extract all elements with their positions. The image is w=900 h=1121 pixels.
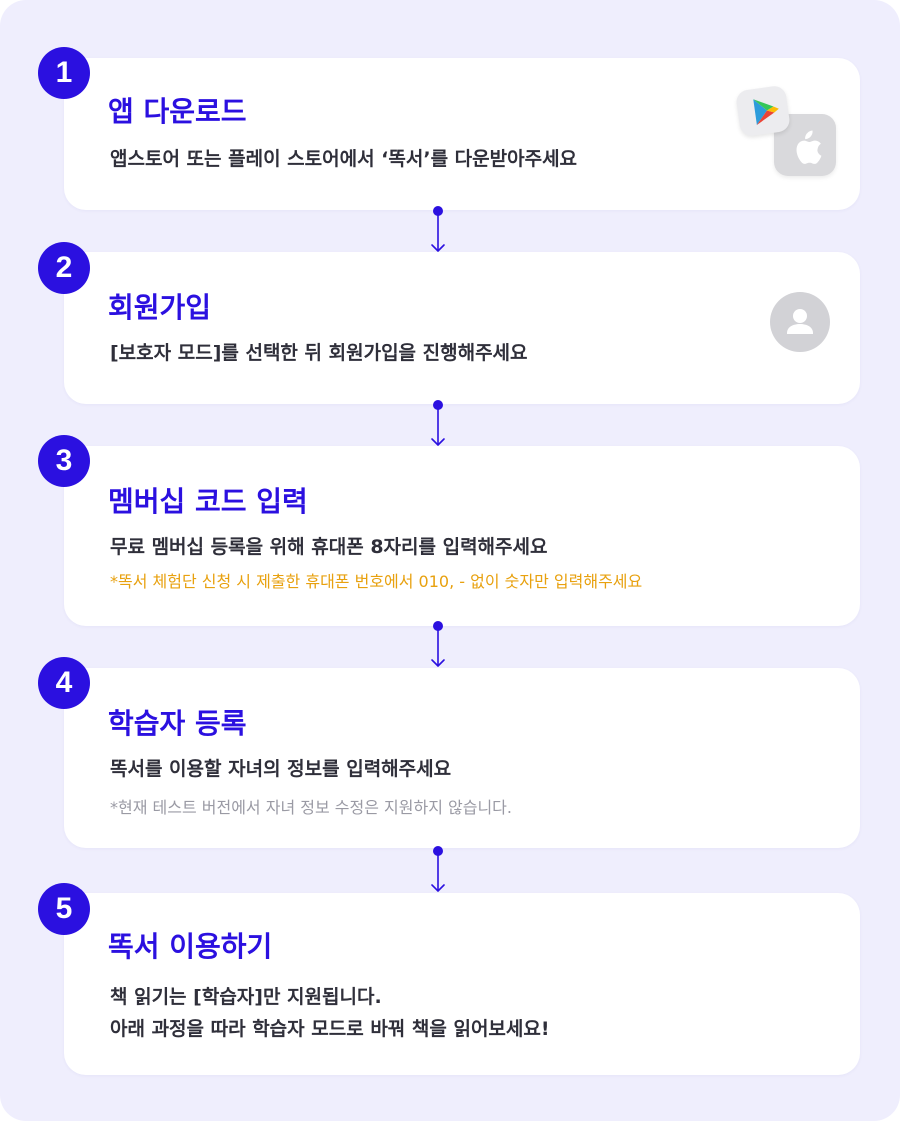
step-description-start-using-line-1: 책 읽기는 [학습자]만 지원됩니다. xyxy=(110,986,382,1008)
apple-app-store-icon[interactable] xyxy=(774,114,836,176)
step-connector-arrow-3 xyxy=(431,621,445,667)
step-number-badge-4: 4 xyxy=(38,657,90,709)
step-title-app-download: 앱 다운로드 xyxy=(108,95,247,128)
step-description-learner-registration: 똑서를 이용할 자녀의 정보를 입력해주세요 xyxy=(110,758,452,780)
step-description-start-using-line-2: 아래 과정을 따라 학습자 모드로 바꿔 책을 읽어보세요! xyxy=(110,1018,550,1040)
step-description-app-download: 앱스토어 또는 플레이 스토어에서 ‘똑서’를 다운받아주세요 xyxy=(110,148,578,170)
step-number-badge-5: 5 xyxy=(38,883,90,935)
step-number-badge-1: 1 xyxy=(38,47,90,99)
step-description-sign-up: [보호자 모드]를 선택한 뒤 회원가입을 진행해주세요 xyxy=(110,342,528,364)
step-card-learner-registration: 학습자 등록 똑서를 이용할 자녀의 정보를 입력해주세요 *현재 테스트 버전… xyxy=(64,668,860,848)
step-note-learner-registration: *현재 테스트 버전에서 자녀 정보 수정은 지원하지 않습니다. xyxy=(110,798,512,817)
step-description-membership-code: 무료 멤버십 등록을 위해 휴대폰 8자리를 입력해주세요 xyxy=(110,536,548,558)
step-number-badge-3: 3 xyxy=(38,435,90,487)
step-card-membership-code: 멤버십 코드 입력 무료 멤버십 등록을 위해 휴대폰 8자리를 입력해주세요 … xyxy=(64,446,860,626)
step-title-start-using: 똑서 이용하기 xyxy=(108,930,273,963)
step-title-learner-registration: 학습자 등록 xyxy=(108,707,247,740)
google-play-store-icon[interactable] xyxy=(735,84,791,138)
step-card-app-download: 앱 다운로드 앱스토어 또는 플레이 스토어에서 ‘똑서’를 다운받아주세요 xyxy=(64,58,860,210)
user-profile-icon xyxy=(770,292,830,352)
step-connector-arrow-1 xyxy=(431,206,445,252)
step-number-badge-2: 2 xyxy=(38,242,90,294)
step-title-sign-up: 회원가입 xyxy=(108,291,212,324)
step-card-sign-up: 회원가입 [보호자 모드]를 선택한 뒤 회원가입을 진행해주세요 xyxy=(64,252,860,404)
step-note-membership-code: *똑서 체험단 신청 시 제출한 휴대폰 번호에서 010, - 없이 숫자만 … xyxy=(110,572,643,591)
step-connector-arrow-2 xyxy=(431,400,445,446)
step-title-membership-code: 멤버십 코드 입력 xyxy=(108,485,308,518)
step-connector-arrow-4 xyxy=(431,846,445,892)
step-card-start-using: 똑서 이용하기 책 읽기는 [학습자]만 지원됩니다. 아래 과정을 따라 학습… xyxy=(64,893,860,1075)
